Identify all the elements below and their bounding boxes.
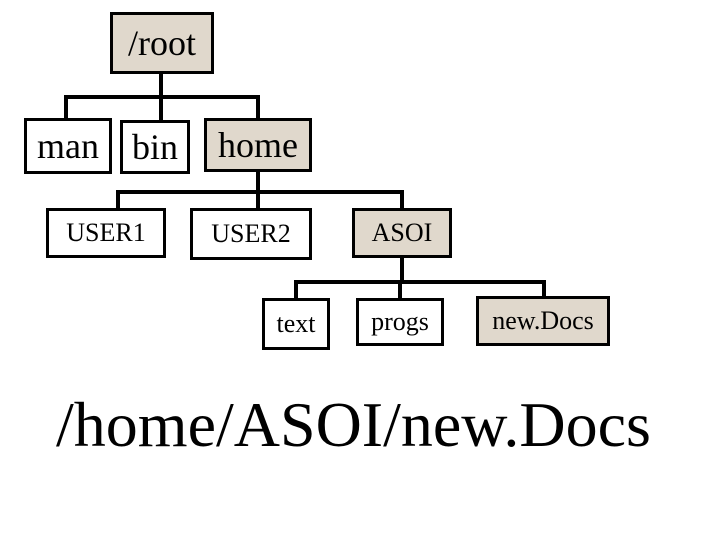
node-home: home — [204, 118, 312, 172]
node-text: text — [262, 298, 330, 350]
node-user1: USER1 — [46, 208, 166, 258]
full-path-caption: /home/ASOI/new.Docs — [56, 389, 651, 460]
node-man: man — [24, 118, 112, 174]
node-root: /root — [110, 12, 214, 74]
node-user2: USER2 — [190, 208, 312, 260]
node-bin: bin — [120, 120, 190, 174]
node-progs: progs — [356, 298, 444, 346]
node-new-docs: new.Docs — [476, 296, 610, 346]
node-asoi: ASOI — [352, 208, 452, 258]
